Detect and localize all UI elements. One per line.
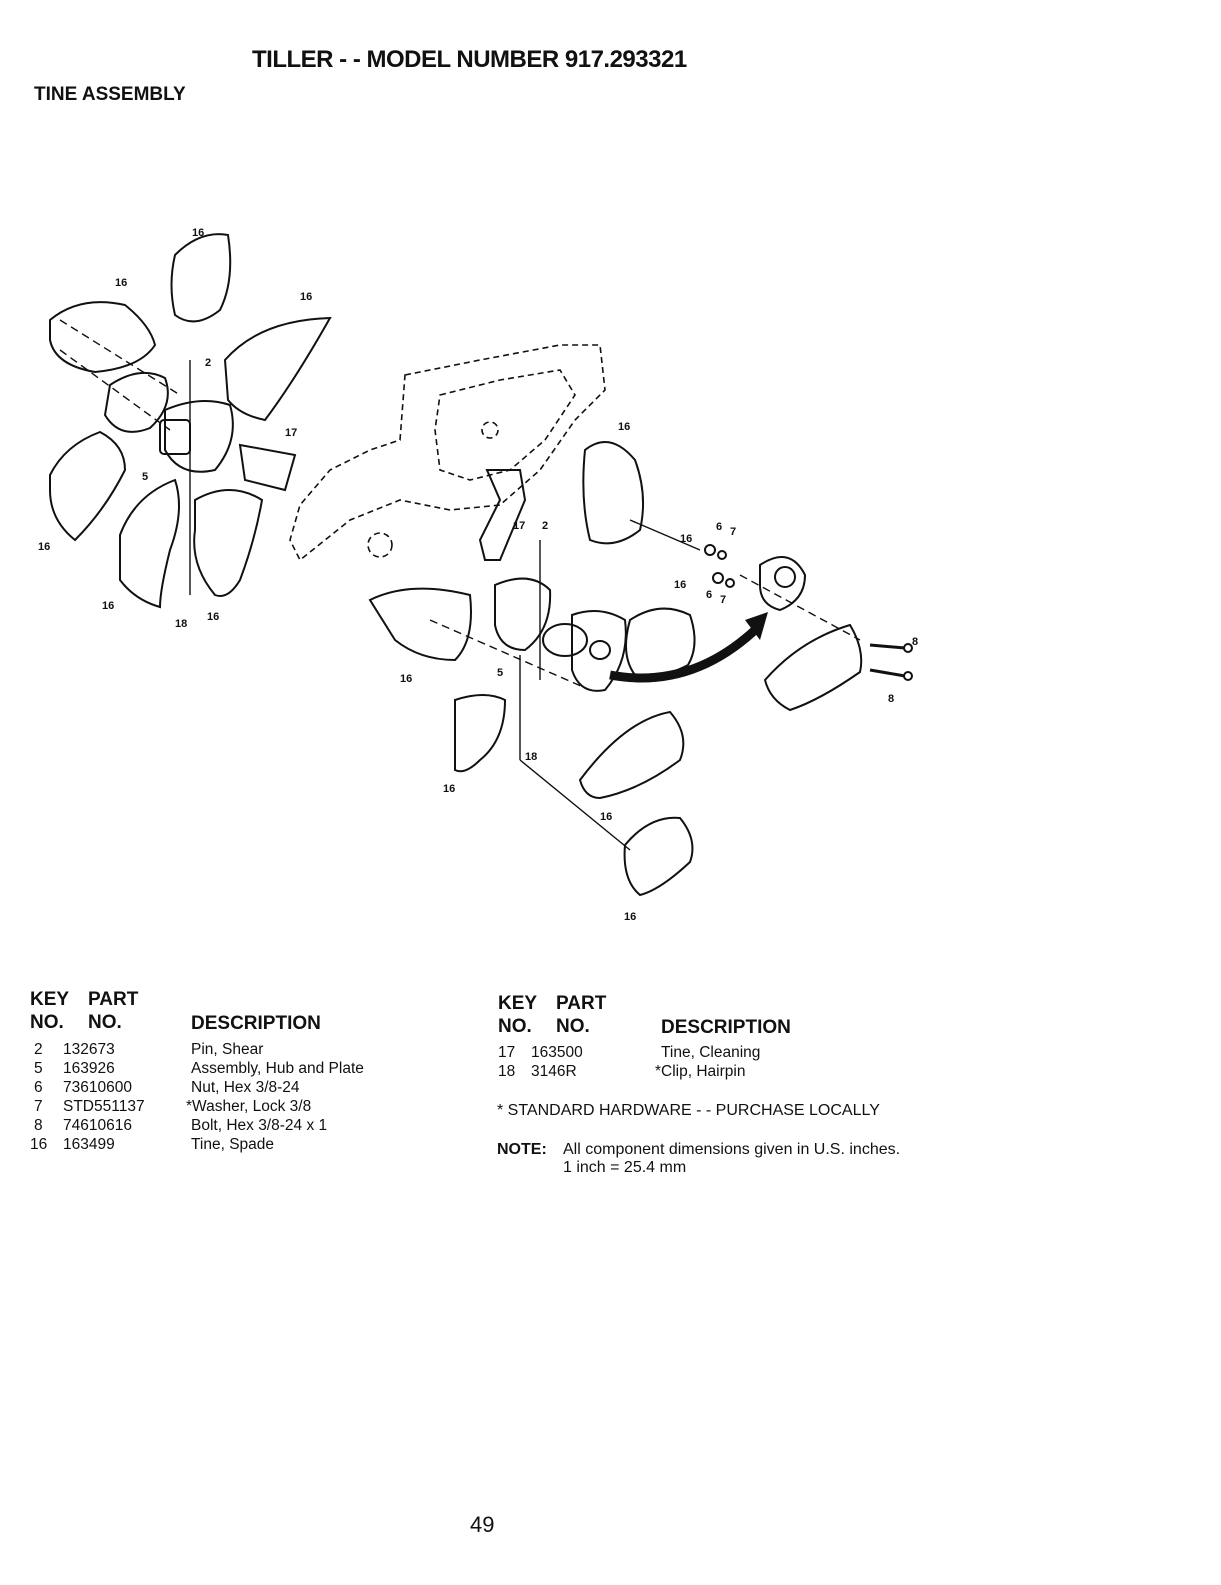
key-no: 5 [34, 1060, 43, 1077]
description: Bolt, Hex 3/8-24 x 1 [191, 1117, 328, 1134]
spade-tine [49, 301, 157, 374]
callout: 5 [497, 667, 503, 679]
key-no: 16 [30, 1136, 48, 1153]
col-part-header: PART [88, 989, 139, 1010]
callout: 16 [674, 579, 686, 591]
description: *Washer, Lock 3/8 [186, 1098, 312, 1115]
arrow [609, 626, 759, 683]
spade-tine [454, 694, 507, 773]
page-title: TILLER - - MODEL NUMBER 917.293321 [252, 46, 687, 73]
callout: 16 [680, 533, 692, 545]
hub-plate [103, 371, 169, 433]
callout: 16 [400, 673, 412, 685]
left-tine-group [49, 233, 332, 609]
callout: 5 [142, 471, 148, 483]
cleaning-tine [478, 469, 527, 561]
col-key-header: KEY [498, 993, 538, 1014]
callout: 16 [443, 783, 455, 795]
col-description-header: DESCRIPTION [191, 1013, 321, 1034]
note-label: NOTE: [497, 1141, 547, 1158]
part-no: 73610600 [63, 1079, 132, 1096]
spade-tine [623, 816, 694, 897]
callout: 18 [175, 618, 187, 630]
callout: 17 [513, 520, 525, 532]
callout: 17 [285, 427, 297, 439]
note-text: All component dimensions given in U.S. i… [563, 1141, 901, 1158]
callout: 16 [115, 277, 127, 289]
tine-assembly-diagram: 16 16 16 2 17 5 16 16 18 16 16 17 2 16 5… [38, 227, 918, 923]
col-part-header: NO. [556, 1016, 590, 1037]
hub-plate [164, 400, 234, 473]
part-no: 163499 [63, 1136, 115, 1153]
col-key-header: NO. [30, 1012, 64, 1033]
spade-tine [578, 710, 685, 800]
key-no: 18 [498, 1063, 516, 1080]
bracket [759, 556, 807, 612]
spade-tine [193, 489, 264, 597]
key-no: 2 [34, 1041, 43, 1058]
key-no: 8 [34, 1117, 43, 1134]
description: Tine, Cleaning [661, 1044, 761, 1061]
spade-tine [582, 441, 644, 545]
callout: 16 [192, 227, 204, 239]
section-title: TINE ASSEMBLY [34, 84, 186, 105]
right-hardware-group [609, 544, 913, 712]
callout: 16 [207, 611, 219, 623]
callout: 16 [300, 291, 312, 303]
col-key-header: KEY [30, 989, 70, 1010]
part-no: 163926 [63, 1060, 115, 1077]
callout: 16 [38, 541, 50, 553]
hub-plate [494, 577, 552, 652]
col-part-header: NO. [88, 1012, 122, 1033]
col-key-header: NO. [498, 1016, 532, 1037]
callout: 18 [525, 751, 537, 763]
callout: 7 [720, 594, 726, 606]
standard-hardware-footnote: * STANDARD HARDWARE - - PURCHASE LOCALLY [497, 1102, 880, 1119]
spade-tine [763, 623, 863, 712]
callout: 8 [912, 636, 918, 648]
center-tine-group [368, 441, 701, 897]
callout: 7 [730, 526, 736, 538]
spade-tine [119, 478, 180, 609]
callout: 2 [542, 520, 548, 532]
hub-plate [571, 610, 627, 692]
tiller-frame [289, 344, 606, 562]
description: *Clip, Hairpin [655, 1063, 746, 1080]
key-no: 6 [34, 1079, 43, 1096]
part-no: 132673 [63, 1041, 115, 1058]
page-number: 49 [470, 1512, 495, 1537]
part-no: 3146R [531, 1063, 577, 1080]
callout: 16 [102, 600, 114, 612]
callout: 16 [600, 811, 612, 823]
spade-tine [625, 607, 696, 678]
key-no: 17 [498, 1044, 516, 1061]
note-conversion: 1 inch = 25.4 mm [563, 1159, 687, 1176]
part-no: 74610616 [63, 1117, 132, 1134]
description: Pin, Shear [191, 1041, 264, 1058]
description: Tine, Spade [191, 1136, 275, 1153]
cleaning-tine [238, 443, 297, 492]
part-no: 163500 [531, 1044, 583, 1061]
spade-tine [368, 587, 472, 662]
key-no: 7 [34, 1098, 43, 1115]
callout: 16 [618, 421, 630, 433]
col-description-header: DESCRIPTION [661, 1017, 791, 1038]
col-part-header: PART [556, 993, 607, 1014]
callout: 16 [624, 911, 636, 923]
callout: 6 [706, 589, 712, 601]
description: Nut, Hex 3/8-24 [191, 1079, 300, 1096]
callout: 8 [888, 693, 894, 705]
callout: 6 [716, 521, 722, 533]
spade-tine [223, 316, 332, 422]
part-no: STD551137 [63, 1098, 145, 1115]
description: Assembly, Hub and Plate [191, 1060, 364, 1077]
callout: 2 [205, 357, 211, 369]
spade-tine [49, 430, 127, 542]
spade-tine [170, 233, 232, 323]
